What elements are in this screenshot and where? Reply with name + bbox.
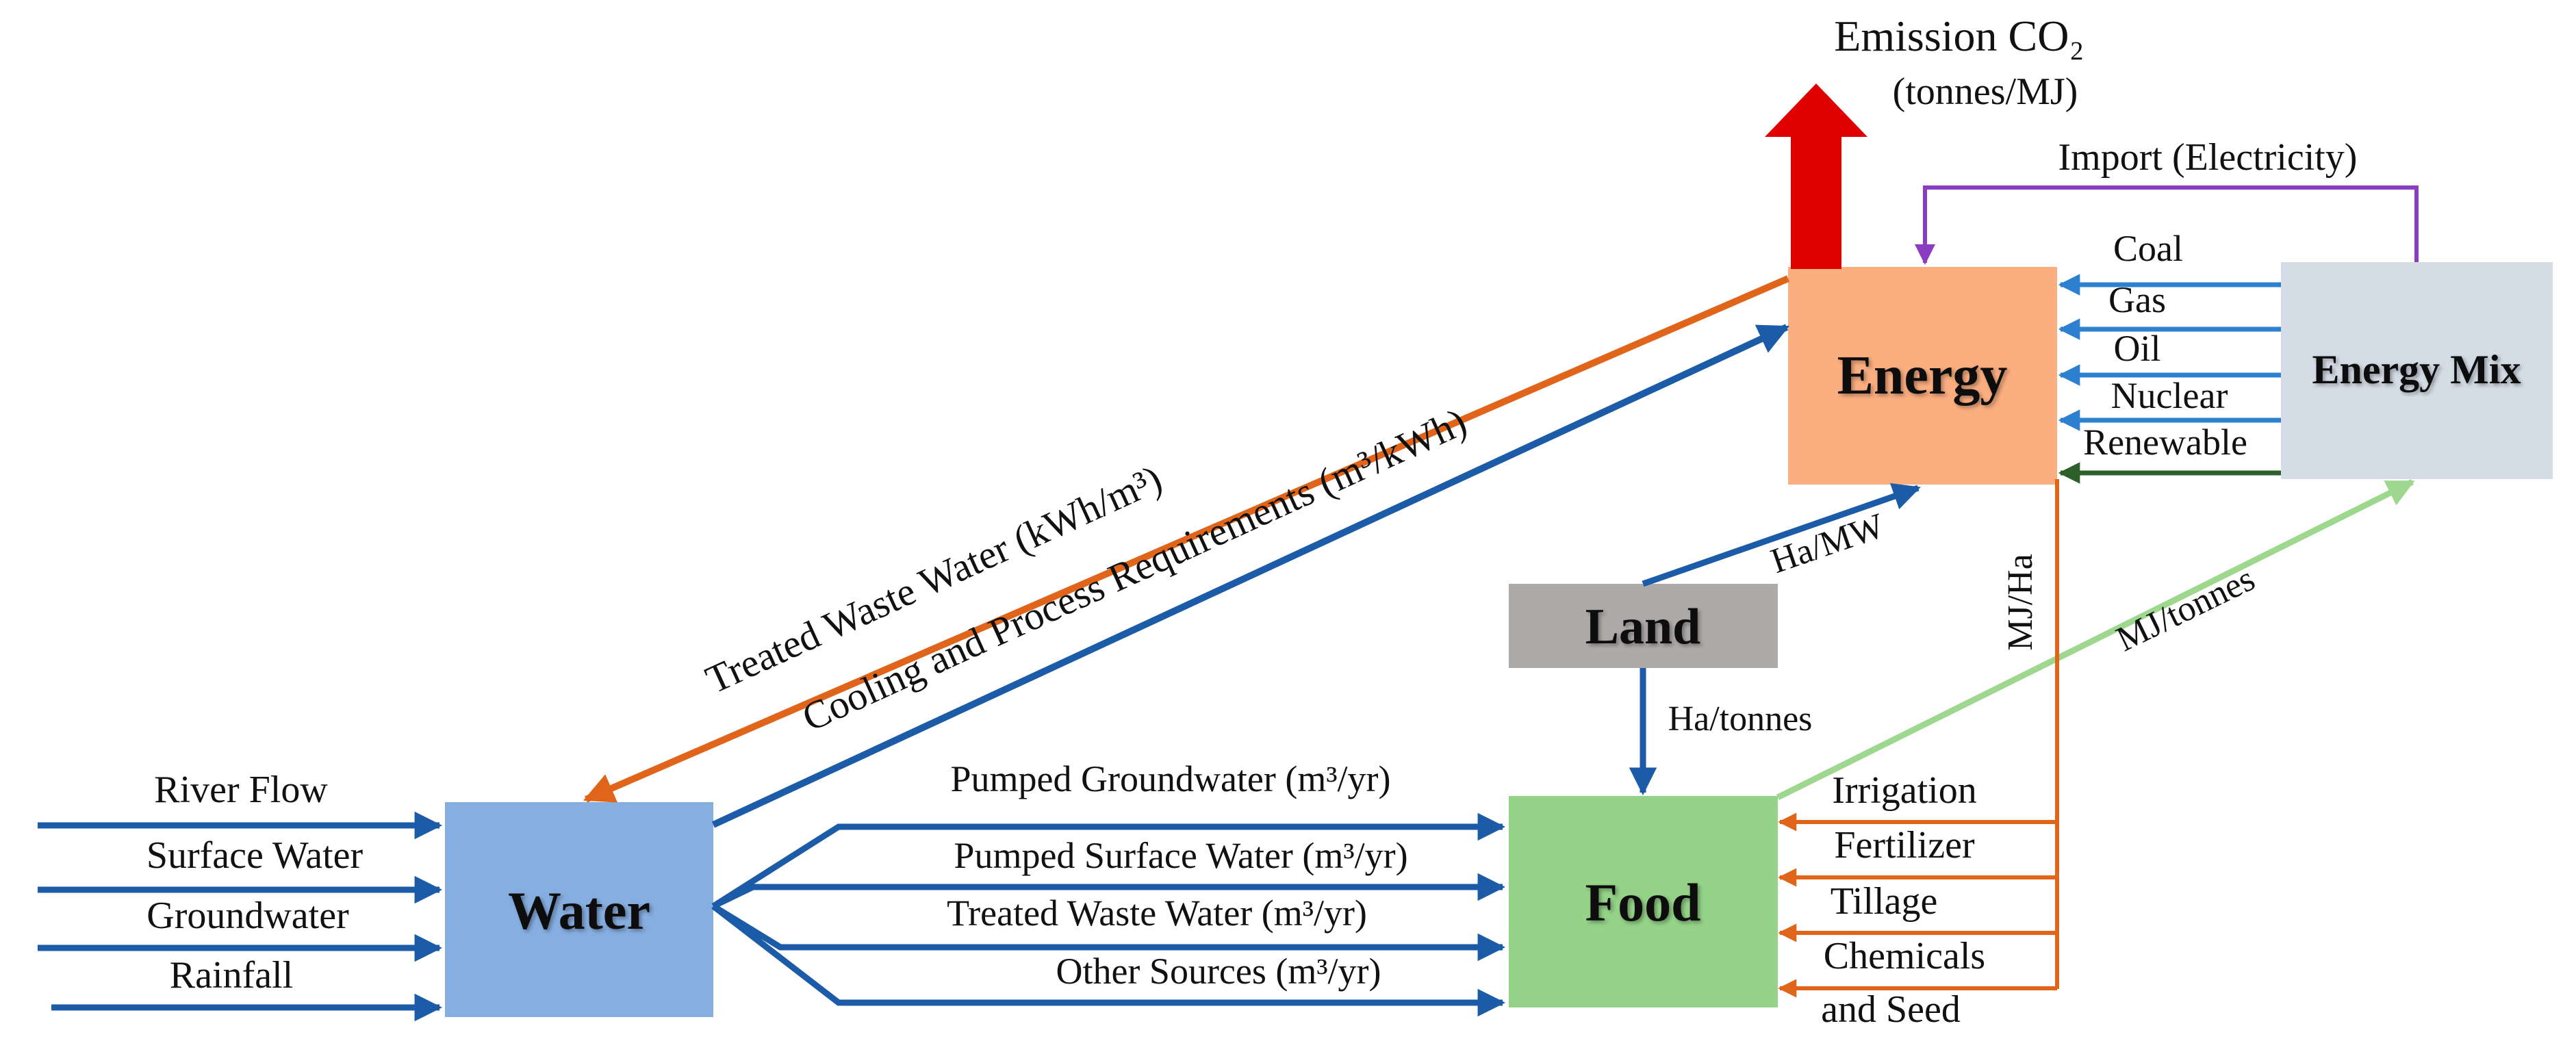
irrigation-label: Irrigation xyxy=(1832,769,1976,812)
land-to-energy-arrow xyxy=(1642,483,1921,587)
other-sources-label: Other Sources (m³/yr) xyxy=(1056,951,1381,992)
food-label: Food xyxy=(1585,873,1700,932)
nuclear-label: Nuclear xyxy=(2111,375,2228,416)
ha-tonnes-label: Ha/tonnes xyxy=(1668,699,1813,738)
land-label: Land xyxy=(1585,599,1701,655)
mj-tonnes-label: MJ/tonnes xyxy=(2110,559,2261,659)
water-label: Water xyxy=(508,881,650,940)
fertilizer-label: Fertilizer xyxy=(1834,824,1975,866)
and-seed-label: and Seed xyxy=(1821,988,1961,1031)
energy-box xyxy=(1788,267,2057,485)
food-box xyxy=(1509,796,1778,1007)
other-sources-arrow xyxy=(711,903,1506,1017)
pumped-surface-water-arrow xyxy=(712,873,1506,910)
surface-water-label: Surface Water xyxy=(146,834,364,877)
import-electricity-label: Import (Electricity) xyxy=(2058,136,2358,179)
water-box xyxy=(445,802,713,1017)
oil-label: Oil xyxy=(2113,328,2160,369)
emission-arrow xyxy=(1765,83,1867,269)
pumped-surface-water-label: Pumped Surface Water (m³/yr) xyxy=(954,835,1407,876)
tillage-label: Tillage xyxy=(1831,880,1938,923)
treated-waste-water-energy-arrow xyxy=(583,275,1789,803)
emission-title: Emission CO₂ xyxy=(1834,12,2084,60)
river-flow-label: River Flow xyxy=(154,769,328,811)
gas-label: Gas xyxy=(2108,279,2166,320)
land-box xyxy=(1509,584,1778,668)
pumped-groundwater-label: Pumped Groundwater (m³/yr) xyxy=(950,758,1390,799)
food-to-energy-mix-arrow xyxy=(1776,478,2415,801)
energy-mix-box xyxy=(2281,262,2553,479)
energy-mix-label: Energy Mix xyxy=(2312,347,2521,392)
renewable-label: Renewable xyxy=(2083,422,2247,463)
rainfall-label: Rainfall xyxy=(170,954,293,997)
pumped-groundwater-arrow xyxy=(711,812,1506,909)
emission-unit: (tonnes/MJ) xyxy=(1893,70,2078,113)
treated-waste-water-food-label: Treated Waste Water (m³/yr) xyxy=(947,892,1367,934)
mj-ha-label: MJ/Ha xyxy=(2001,554,2040,651)
chemicals-label: Chemicals xyxy=(1824,935,1985,977)
energy-label: Energy xyxy=(1837,346,2008,406)
cooling-process-arrow xyxy=(711,324,1790,828)
cooling-process-label: Cooling and Process Requirements (m³/kWh… xyxy=(795,399,1473,740)
import-electricity-arrow xyxy=(1915,185,2419,265)
groundwater-label: Groundwater xyxy=(146,895,349,937)
coal-label: Coal xyxy=(2113,228,2183,269)
